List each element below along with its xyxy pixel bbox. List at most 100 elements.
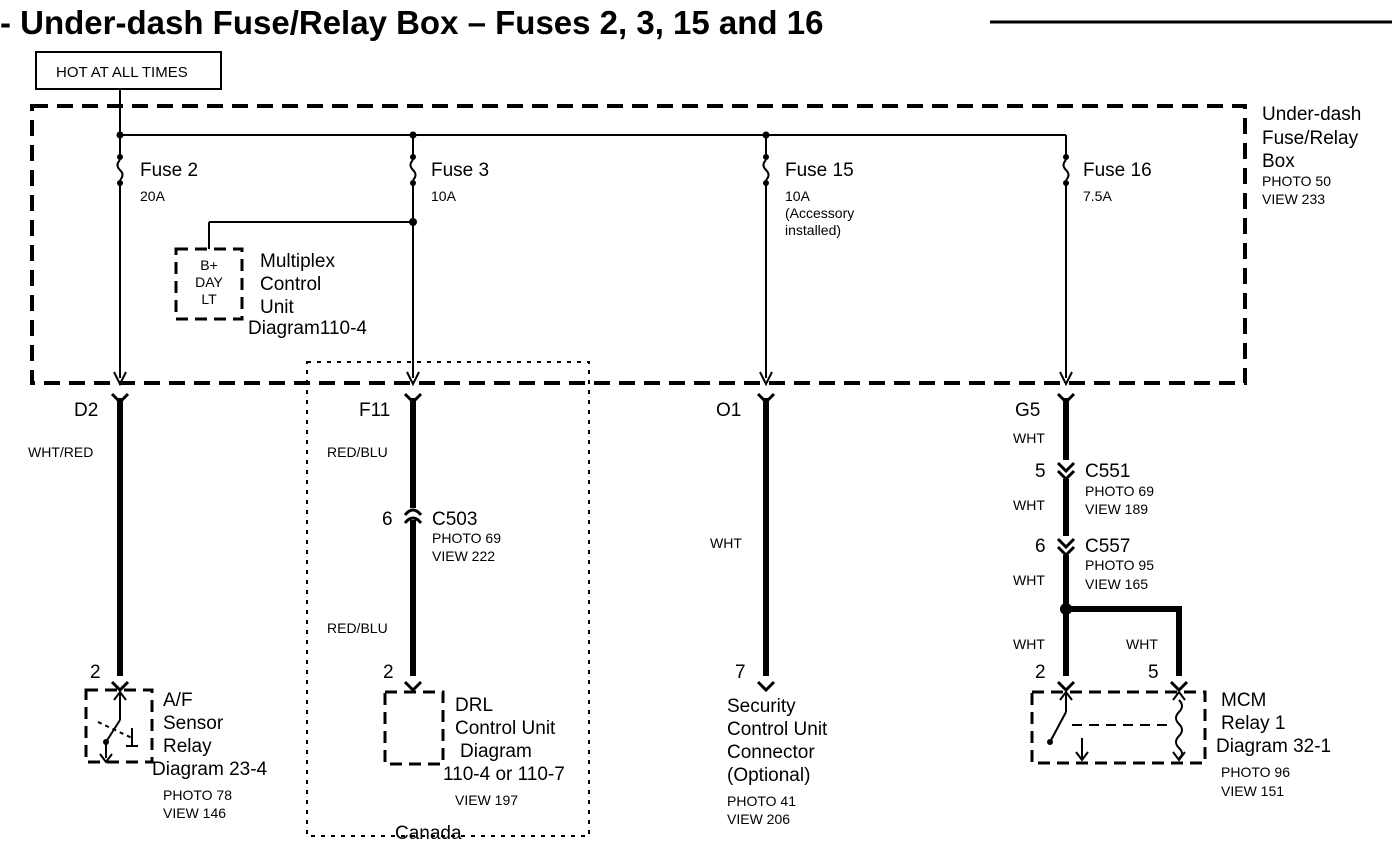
drl-name-line4: 110-4 or 110-7 [443,764,565,785]
security-name-line1: Security [727,696,796,717]
c551-connector-symbol [1056,461,1076,474]
af-relay-name-line2: Sensor [163,713,224,734]
fuse-15-branch [759,135,773,387]
multiplex-pin-line3: LT [201,291,217,307]
f11-wire-color-upper: RED/BLU [327,444,388,460]
mcm-name-line2: Relay 1 [1221,713,1285,734]
g5-wire-color-d: WHT [1013,636,1045,652]
fuse-box-name-line1: Under-dash [1262,104,1361,125]
mcm-diagram-ref: Diagram 32-1 [1216,736,1331,757]
multiplex-name-line3: Unit [260,297,295,318]
terminal-o1: O1 [716,400,741,421]
security-view: VIEW 206 [727,811,790,827]
g5-branch-wire-color: WHT [1126,636,1158,652]
fuse-16-branch [1059,135,1073,387]
mcm-photo: PHOTO 96 [1221,764,1290,780]
multiplex-control-unit-box [174,247,244,321]
fuse-3-branch [208,135,420,387]
fuse-box-name-line2: Fuse/Relay [1262,128,1359,149]
fuse-2-symbol [116,159,124,181]
fuse-15-symbol [762,159,770,181]
fuse-3-symbol [409,159,417,181]
mcm-pin-b: 5 [1148,662,1159,683]
page-title: - Under-dash Fuse/Relay Box – Fuses 2, 3… [0,4,823,41]
multiplex-pin-line1: B+ [200,257,218,273]
fuse-15-note-line1: (Accessory [785,205,854,221]
terminal-g5: G5 [1015,400,1040,421]
security-photo: PHOTO 41 [727,793,796,809]
terminal-d2: D2 [74,400,98,421]
multiplex-name-line2: Control [260,274,321,295]
multiplex-name-line1: Multiplex [260,251,335,272]
canada-region [306,361,590,837]
security-name-line2: Control Unit [727,719,828,740]
drl-name-line3: Diagram [460,741,532,762]
c557-photo: PHOTO 95 [1085,557,1154,573]
security-name-line3: Connector [727,742,815,763]
mcm-relay-switch-symbol [1047,690,1186,762]
drl-name-line1: DRL [455,695,493,716]
af-relay-photo: PHOTO 78 [163,787,232,803]
fuse-15-rating: 10A [785,188,811,204]
mcm-relay-box [1030,690,1207,765]
multiplex-diagram-ref: Diagram110-4 [248,318,367,339]
c503-photo: PHOTO 69 [432,530,501,546]
security-terminal-symbol [756,680,776,693]
fuse-box-photo: PHOTO 50 [1262,173,1331,189]
c503-connector-symbol [403,508,423,516]
af-relay-diagram-ref: Diagram 23-4 [152,759,268,780]
mcm-name-line1: MCM [1221,690,1266,711]
d2-wire-color: WHT/RED [28,444,93,460]
security-pin: 7 [735,662,746,683]
fuse-2-name: Fuse 2 [140,160,198,181]
o1-wire-color: WHT [710,535,742,551]
fuse-3-rating: 10A [431,188,457,204]
security-name-line4: (Optional) [727,765,810,786]
drl-view: VIEW 197 [455,792,518,808]
fuse-relay-box-outline [30,104,1247,385]
hot-at-all-times-label: HOT AT ALL TIMES [56,64,188,81]
drl-name-line2: Control Unit [455,718,556,739]
fuse-15-note-line2: installed) [785,222,841,238]
f11-wire-color-lower: RED/BLU [327,620,388,636]
fuse-16-symbol [1062,159,1070,181]
multiplex-pin-line2: DAY [195,274,223,290]
af-relay-view: VIEW 146 [163,805,226,821]
c551-pin: 5 [1035,461,1046,482]
drl-pin: 2 [383,662,394,683]
c551-photo: PHOTO 69 [1085,483,1154,499]
hot-at-all-times-box [35,51,222,90]
c557-name: C557 [1085,536,1130,557]
g5-wire-color-a: WHT [1013,430,1045,446]
fuse-16-rating: 7.5A [1083,188,1112,204]
drl-control-unit-box [383,690,445,766]
fuse-15-name: Fuse 15 [785,160,854,181]
fuse-box-view: VIEW 233 [1262,191,1325,207]
mcm-view: VIEW 151 [1221,783,1284,799]
g5-wire-color-b: WHT [1013,497,1045,513]
fuse-3-name: Fuse 3 [431,160,489,181]
af-relay-name-line1: A/F [163,690,193,711]
fuse-box-name-line3: Box [1262,151,1295,172]
c503-pin: 6 [382,509,393,530]
af-relay-switch-symbol [97,690,138,764]
af-relay-pin: 2 [90,662,101,683]
c551-view: VIEW 189 [1085,501,1148,517]
c557-connector-symbol [1056,537,1076,550]
terminal-f11: F11 [359,400,390,421]
g5-wire-color-c: WHT [1013,572,1045,588]
mcm-pin-a: 2 [1035,662,1046,683]
mcm-relay-coil [1175,699,1183,759]
g5-branch-wire [1066,606,1182,676]
fuse-2-branch [113,135,127,387]
c503-name: C503 [432,509,477,530]
c503-view: VIEW 222 [432,548,495,564]
canada-label: Canada [395,823,462,844]
af-relay-name-line3: Relay [163,736,212,757]
fuse-2-rating: 20A [140,188,166,204]
fuse-16-name: Fuse 16 [1083,160,1152,181]
c557-view: VIEW 165 [1085,576,1148,592]
c557-pin: 6 [1035,536,1046,557]
